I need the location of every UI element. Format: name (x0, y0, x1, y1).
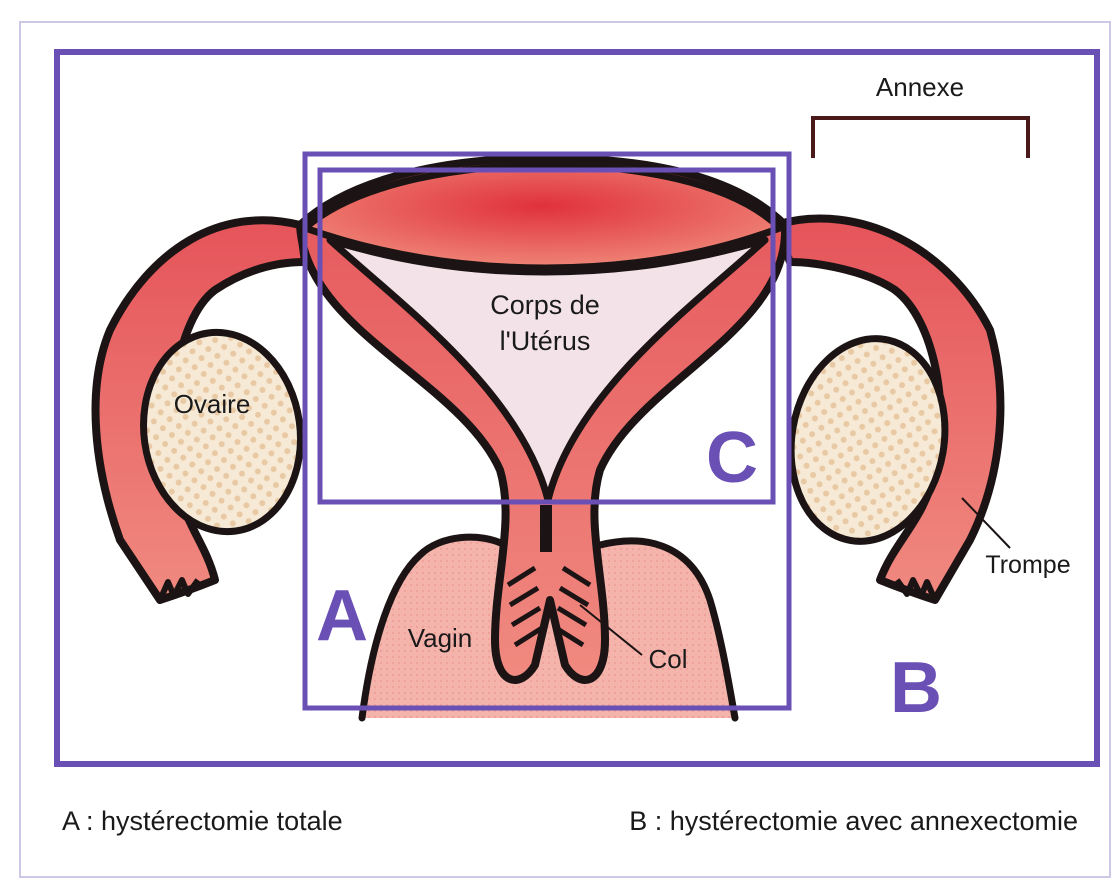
vagina-label: Vagin (408, 623, 473, 653)
uterus-body-label-line1: Corps de (490, 290, 600, 320)
ovary-label: Ovaire (174, 389, 251, 419)
tube-label: Trompe (985, 551, 1070, 579)
zone-b-letter: B (890, 648, 942, 728)
caption-a: A : hystérectomie totale (62, 806, 343, 836)
cervix-label: Col (648, 644, 687, 674)
zone-a-letter: A (316, 576, 368, 656)
cervical-canal (540, 505, 552, 552)
annexe-label: Annexe (876, 72, 964, 102)
zone-c-letter: C (706, 418, 758, 498)
caption-b: B : hystérectomie avec annexectomie (629, 806, 1078, 836)
uterus-body-label-line2: l'Utérus (500, 326, 591, 356)
